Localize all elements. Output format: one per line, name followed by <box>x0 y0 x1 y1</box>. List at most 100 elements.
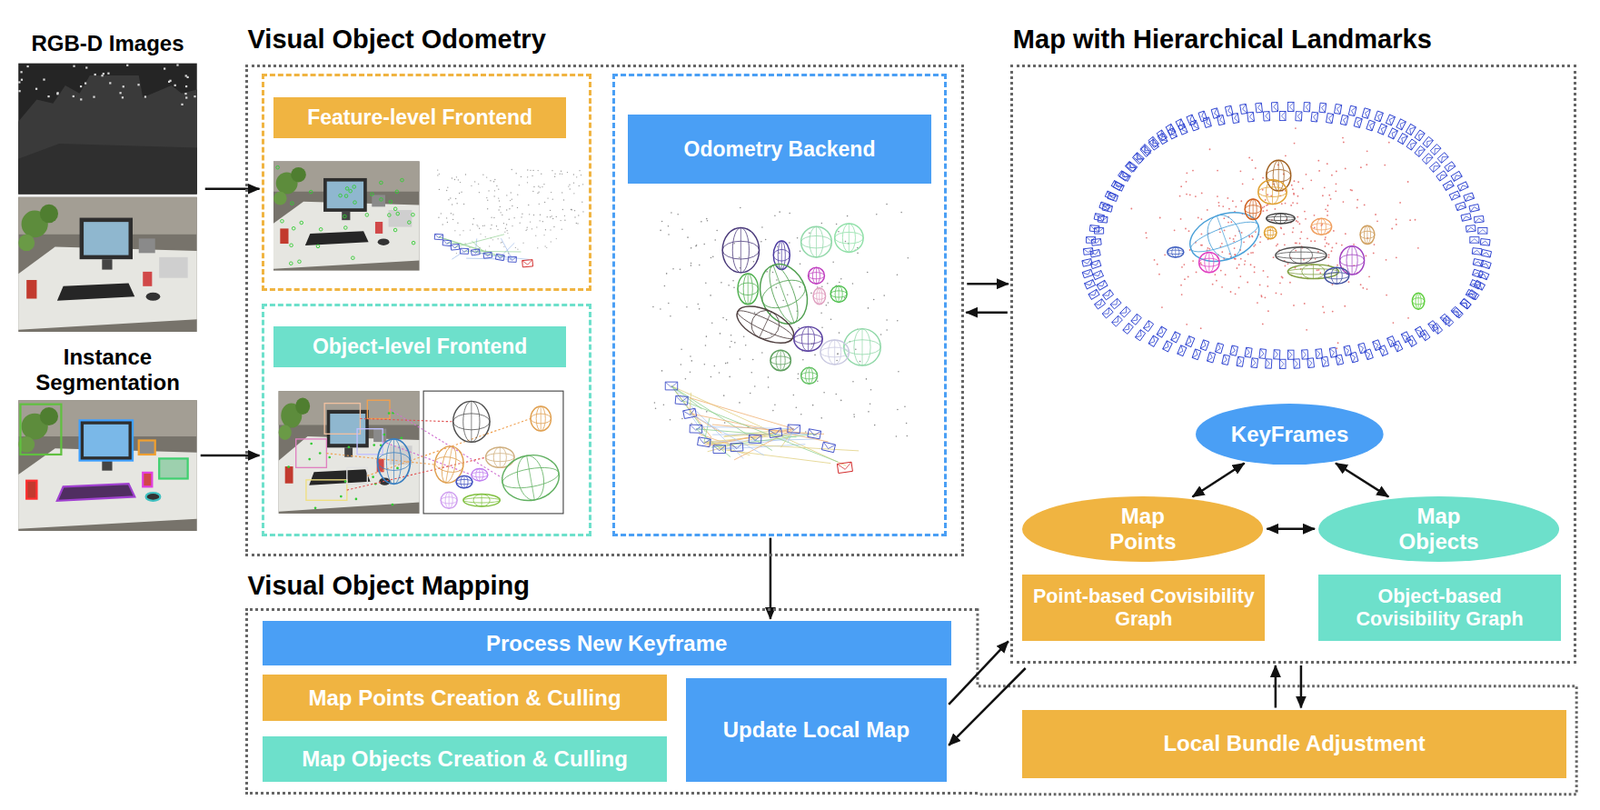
camera-outline <box>1272 101 1278 111</box>
camera-outline <box>1466 227 1477 233</box>
map-point <box>456 176 458 178</box>
map-point <box>907 257 910 259</box>
map-point <box>796 237 799 239</box>
camera-outline <box>1437 152 1449 164</box>
camera-frame <box>1124 161 1136 173</box>
map-point <box>754 311 756 314</box>
map-point <box>670 211 673 214</box>
ellipsoid-wire <box>743 273 753 305</box>
map-point <box>1206 247 1209 249</box>
camera-outline <box>1091 238 1102 247</box>
segmentation-image <box>18 399 198 531</box>
ellipsoid-wire <box>1351 246 1353 275</box>
map-point <box>1251 234 1253 237</box>
map-point <box>885 203 888 206</box>
map-point <box>494 189 496 191</box>
feature-point <box>344 194 348 199</box>
map-point <box>1324 208 1327 210</box>
camera-frame <box>697 437 712 448</box>
plant <box>295 397 310 415</box>
camera-outline <box>1414 145 1425 157</box>
camera-frame <box>1473 215 1484 223</box>
ellipsoid-wire <box>476 467 484 480</box>
map-point <box>661 220 664 223</box>
camera-outline <box>1169 128 1178 139</box>
map-point <box>551 169 553 171</box>
ellipsoid-wire <box>481 494 483 507</box>
ellipsoid <box>453 400 490 442</box>
ellipsoid-wire <box>780 349 782 370</box>
camera-outline <box>442 239 452 247</box>
ellipsoid-outline <box>1360 225 1375 244</box>
keyboard <box>305 230 369 246</box>
map-point <box>664 285 666 288</box>
camera-frame <box>1442 180 1454 191</box>
camera-outline <box>1374 110 1384 122</box>
map-point <box>1221 250 1223 253</box>
camera-frame <box>1104 190 1116 200</box>
ellipsoid-wire <box>1321 218 1322 235</box>
ellipsoid-outline <box>453 400 490 442</box>
feature-point <box>407 220 412 225</box>
map-point <box>1305 328 1308 331</box>
ellipsoid-wire <box>801 326 815 351</box>
map-point <box>1364 255 1367 258</box>
map-point <box>1318 169 1321 172</box>
map-point <box>451 203 453 205</box>
map-point <box>561 173 563 175</box>
map-point <box>536 192 538 194</box>
map-point <box>1294 241 1297 244</box>
node-label: Local Bundle Adjustment <box>1162 730 1425 756</box>
camera-frame <box>683 407 697 418</box>
map-point <box>488 245 490 247</box>
map-point <box>904 405 906 408</box>
camera-frame <box>1202 117 1212 129</box>
map-point <box>550 240 552 242</box>
map-point <box>1272 256 1275 259</box>
map-point <box>1222 217 1225 219</box>
map-point <box>1153 258 1156 261</box>
map-point <box>458 192 460 194</box>
ellipsoid-outline <box>844 328 881 366</box>
feature-point <box>344 226 348 230</box>
camera-outline <box>1315 348 1322 359</box>
map-point <box>535 235 537 237</box>
map-point <box>836 352 839 355</box>
ellipsoid <box>1311 218 1332 235</box>
map-point <box>529 169 531 171</box>
camera-frame <box>787 424 801 433</box>
depth-speckle <box>92 96 95 99</box>
camera-outline <box>450 243 459 249</box>
map-point <box>856 252 859 255</box>
map-point <box>533 186 535 188</box>
feature-point <box>400 178 405 182</box>
camera-frame <box>1293 358 1301 368</box>
map-point <box>526 176 528 178</box>
camera-outline <box>1083 248 1094 254</box>
ellipsoid <box>486 447 515 468</box>
camera-outline <box>1289 101 1294 111</box>
camera-frame <box>1262 111 1270 121</box>
map-point <box>667 233 670 236</box>
map-point <box>1200 233 1203 236</box>
feature-point <box>393 228 398 232</box>
map-point <box>880 333 883 336</box>
depth-speckle <box>168 80 170 83</box>
covisibility-line <box>711 433 815 448</box>
camera-frame <box>730 442 744 452</box>
map-point <box>654 401 656 404</box>
camera-outline <box>1232 113 1240 124</box>
ellipsoid-wire <box>464 475 466 487</box>
map-point <box>1395 218 1398 220</box>
camera-frame <box>1122 322 1133 334</box>
map-point <box>561 191 563 193</box>
map-point <box>1319 271 1322 274</box>
node-label: Point-based Covisibility Graph <box>1030 585 1257 630</box>
camera-frame <box>1465 225 1476 233</box>
depth-speckle <box>137 83 140 86</box>
map-point <box>1321 306 1324 309</box>
ellipsoid-wire <box>740 227 742 272</box>
map-point <box>1342 141 1345 144</box>
camera-outline <box>1262 111 1270 121</box>
depth-speckle <box>185 74 188 77</box>
